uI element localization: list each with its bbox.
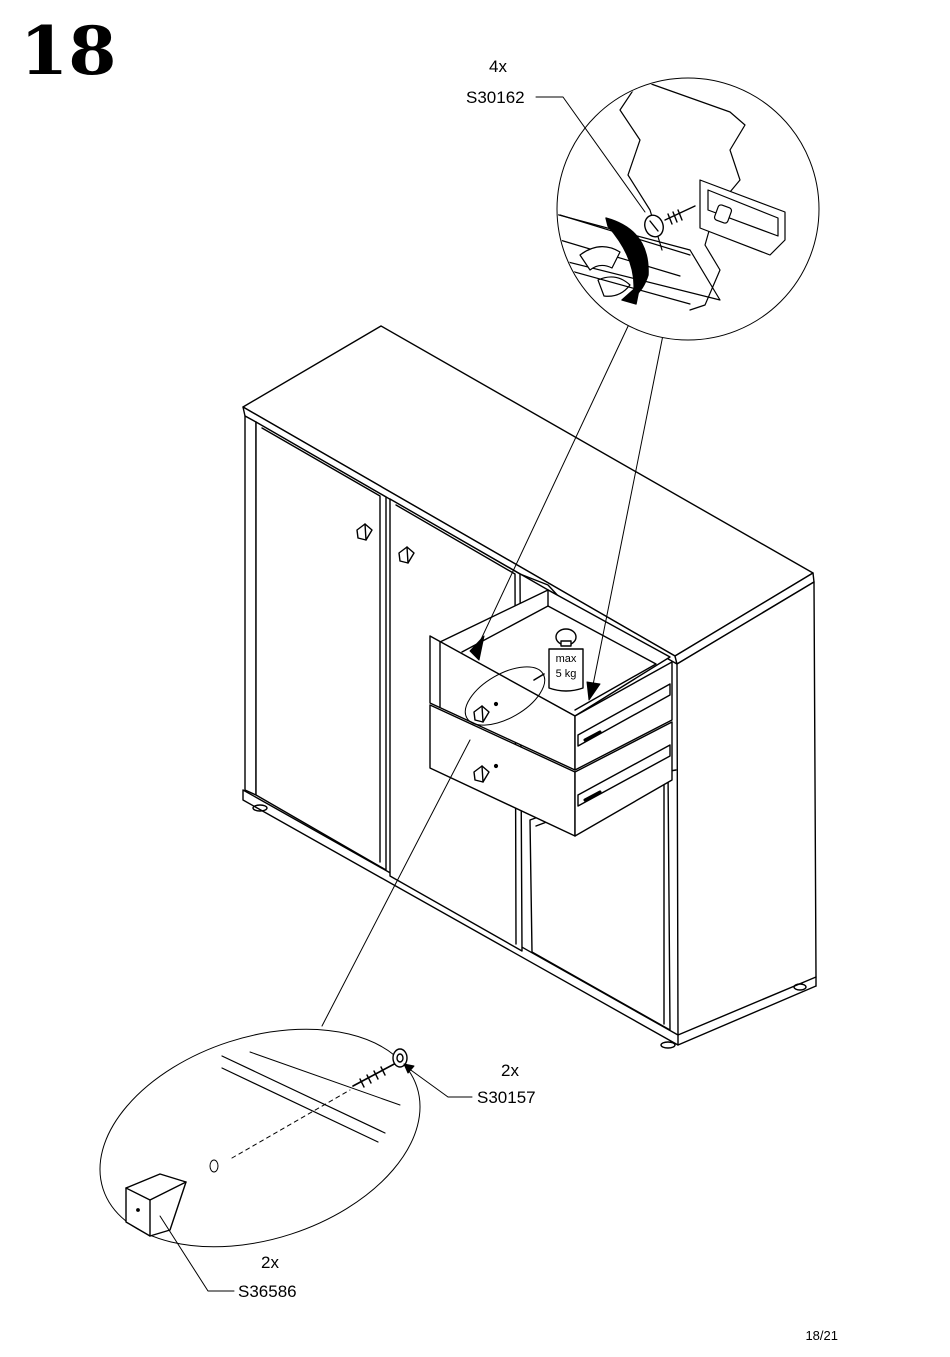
zoom-detail-foot — [72, 991, 448, 1285]
weight-limit-line1: max — [556, 653, 577, 665]
left-door — [256, 422, 386, 870]
cabinet-foot — [661, 1042, 675, 1048]
weight-limit-line2: 5 kg — [556, 668, 577, 680]
foot-screw-part-number: S30157 — [477, 1089, 536, 1106]
drawer-screw-part-number: S30162 — [466, 89, 525, 106]
foot-part-number: S36586 — [238, 1283, 297, 1300]
cabinet-left-stile — [245, 416, 256, 795]
drawer-screw-quantity: 4x — [489, 58, 507, 75]
page-number: 18/21 — [805, 1328, 838, 1343]
zoom-detail-runner — [540, 78, 819, 340]
foot-screw-quantity: 2x — [501, 1062, 519, 1079]
foot-quantity: 2x — [261, 1254, 279, 1271]
cabinet-foot — [794, 984, 806, 990]
